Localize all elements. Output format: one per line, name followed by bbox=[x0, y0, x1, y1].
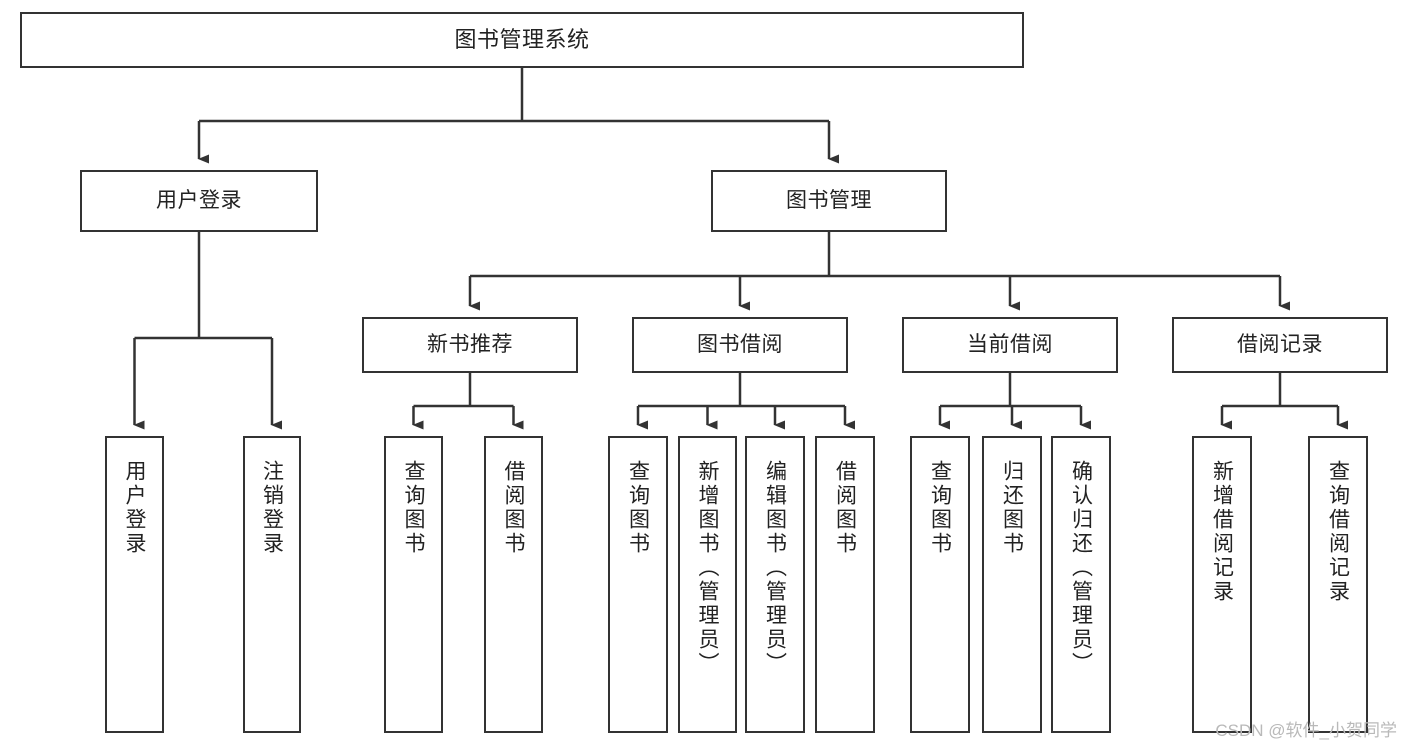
node-label: 归还图书 bbox=[1000, 460, 1024, 556]
node-leaf-5[interactable]: 查询图书 bbox=[608, 436, 668, 733]
node-leaf-7[interactable]: 编辑图书（管理员） bbox=[745, 436, 805, 733]
node-leaf-3[interactable]: 查询图书 bbox=[384, 436, 443, 733]
node-leaf-1[interactable]: 用户登录 bbox=[105, 436, 164, 733]
node-leaf-6[interactable]: 新增图书（管理员） bbox=[678, 436, 737, 733]
node-root[interactable]: 图书管理系统 bbox=[20, 12, 1024, 68]
csdn-watermark: CSDN @软件_小贺同学 bbox=[1215, 721, 1397, 740]
node-label: 确认归还（管理员） bbox=[1069, 460, 1093, 676]
node-leaf-9[interactable]: 查询图书 bbox=[910, 436, 970, 733]
node-user-login[interactable]: 用户登录 bbox=[80, 170, 318, 232]
node-label: 借阅记录 bbox=[1237, 333, 1323, 357]
node-leaf-4[interactable]: 借阅图书 bbox=[484, 436, 543, 733]
node-label: 图书借阅 bbox=[697, 333, 783, 357]
node-leaf-11[interactable]: 确认归还（管理员） bbox=[1051, 436, 1111, 733]
node-leaf-12[interactable]: 新增借阅记录 bbox=[1192, 436, 1252, 733]
node-label: 注销登录 bbox=[260, 460, 284, 556]
node-new-book[interactable]: 新书推荐 bbox=[362, 317, 578, 373]
node-label: 查询图书 bbox=[402, 460, 425, 556]
node-borrow-rec[interactable]: 借阅记录 bbox=[1172, 317, 1388, 373]
node-leaf-8[interactable]: 借阅图书 bbox=[815, 436, 875, 733]
node-cur-borrow[interactable]: 当前借阅 bbox=[902, 317, 1118, 373]
node-label: 用户登录 bbox=[156, 189, 242, 213]
node-label: 图书管理系统 bbox=[454, 26, 590, 52]
node-label: 新增借阅记录 bbox=[1210, 460, 1234, 604]
node-label: 图书管理 bbox=[786, 189, 872, 213]
node-book-borrow[interactable]: 图书借阅 bbox=[632, 317, 848, 373]
node-label: 新增图书（管理员） bbox=[696, 460, 719, 676]
node-label: 查询图书 bbox=[626, 460, 650, 556]
node-leaf-13[interactable]: 查询借阅记录 bbox=[1308, 436, 1368, 733]
node-leaf-2[interactable]: 注销登录 bbox=[243, 436, 301, 733]
node-label: 当前借阅 bbox=[967, 333, 1053, 357]
node-label: 用户登录 bbox=[123, 460, 146, 556]
node-label: 借阅图书 bbox=[833, 460, 857, 556]
node-label: 新书推荐 bbox=[427, 333, 513, 357]
node-label: 查询借阅记录 bbox=[1326, 460, 1350, 604]
node-label: 查询图书 bbox=[928, 460, 952, 556]
node-label: 借阅图书 bbox=[502, 460, 525, 556]
node-leaf-10[interactable]: 归还图书 bbox=[982, 436, 1042, 733]
node-book-mgmt[interactable]: 图书管理 bbox=[711, 170, 947, 232]
node-label: 编辑图书（管理员） bbox=[763, 460, 787, 676]
